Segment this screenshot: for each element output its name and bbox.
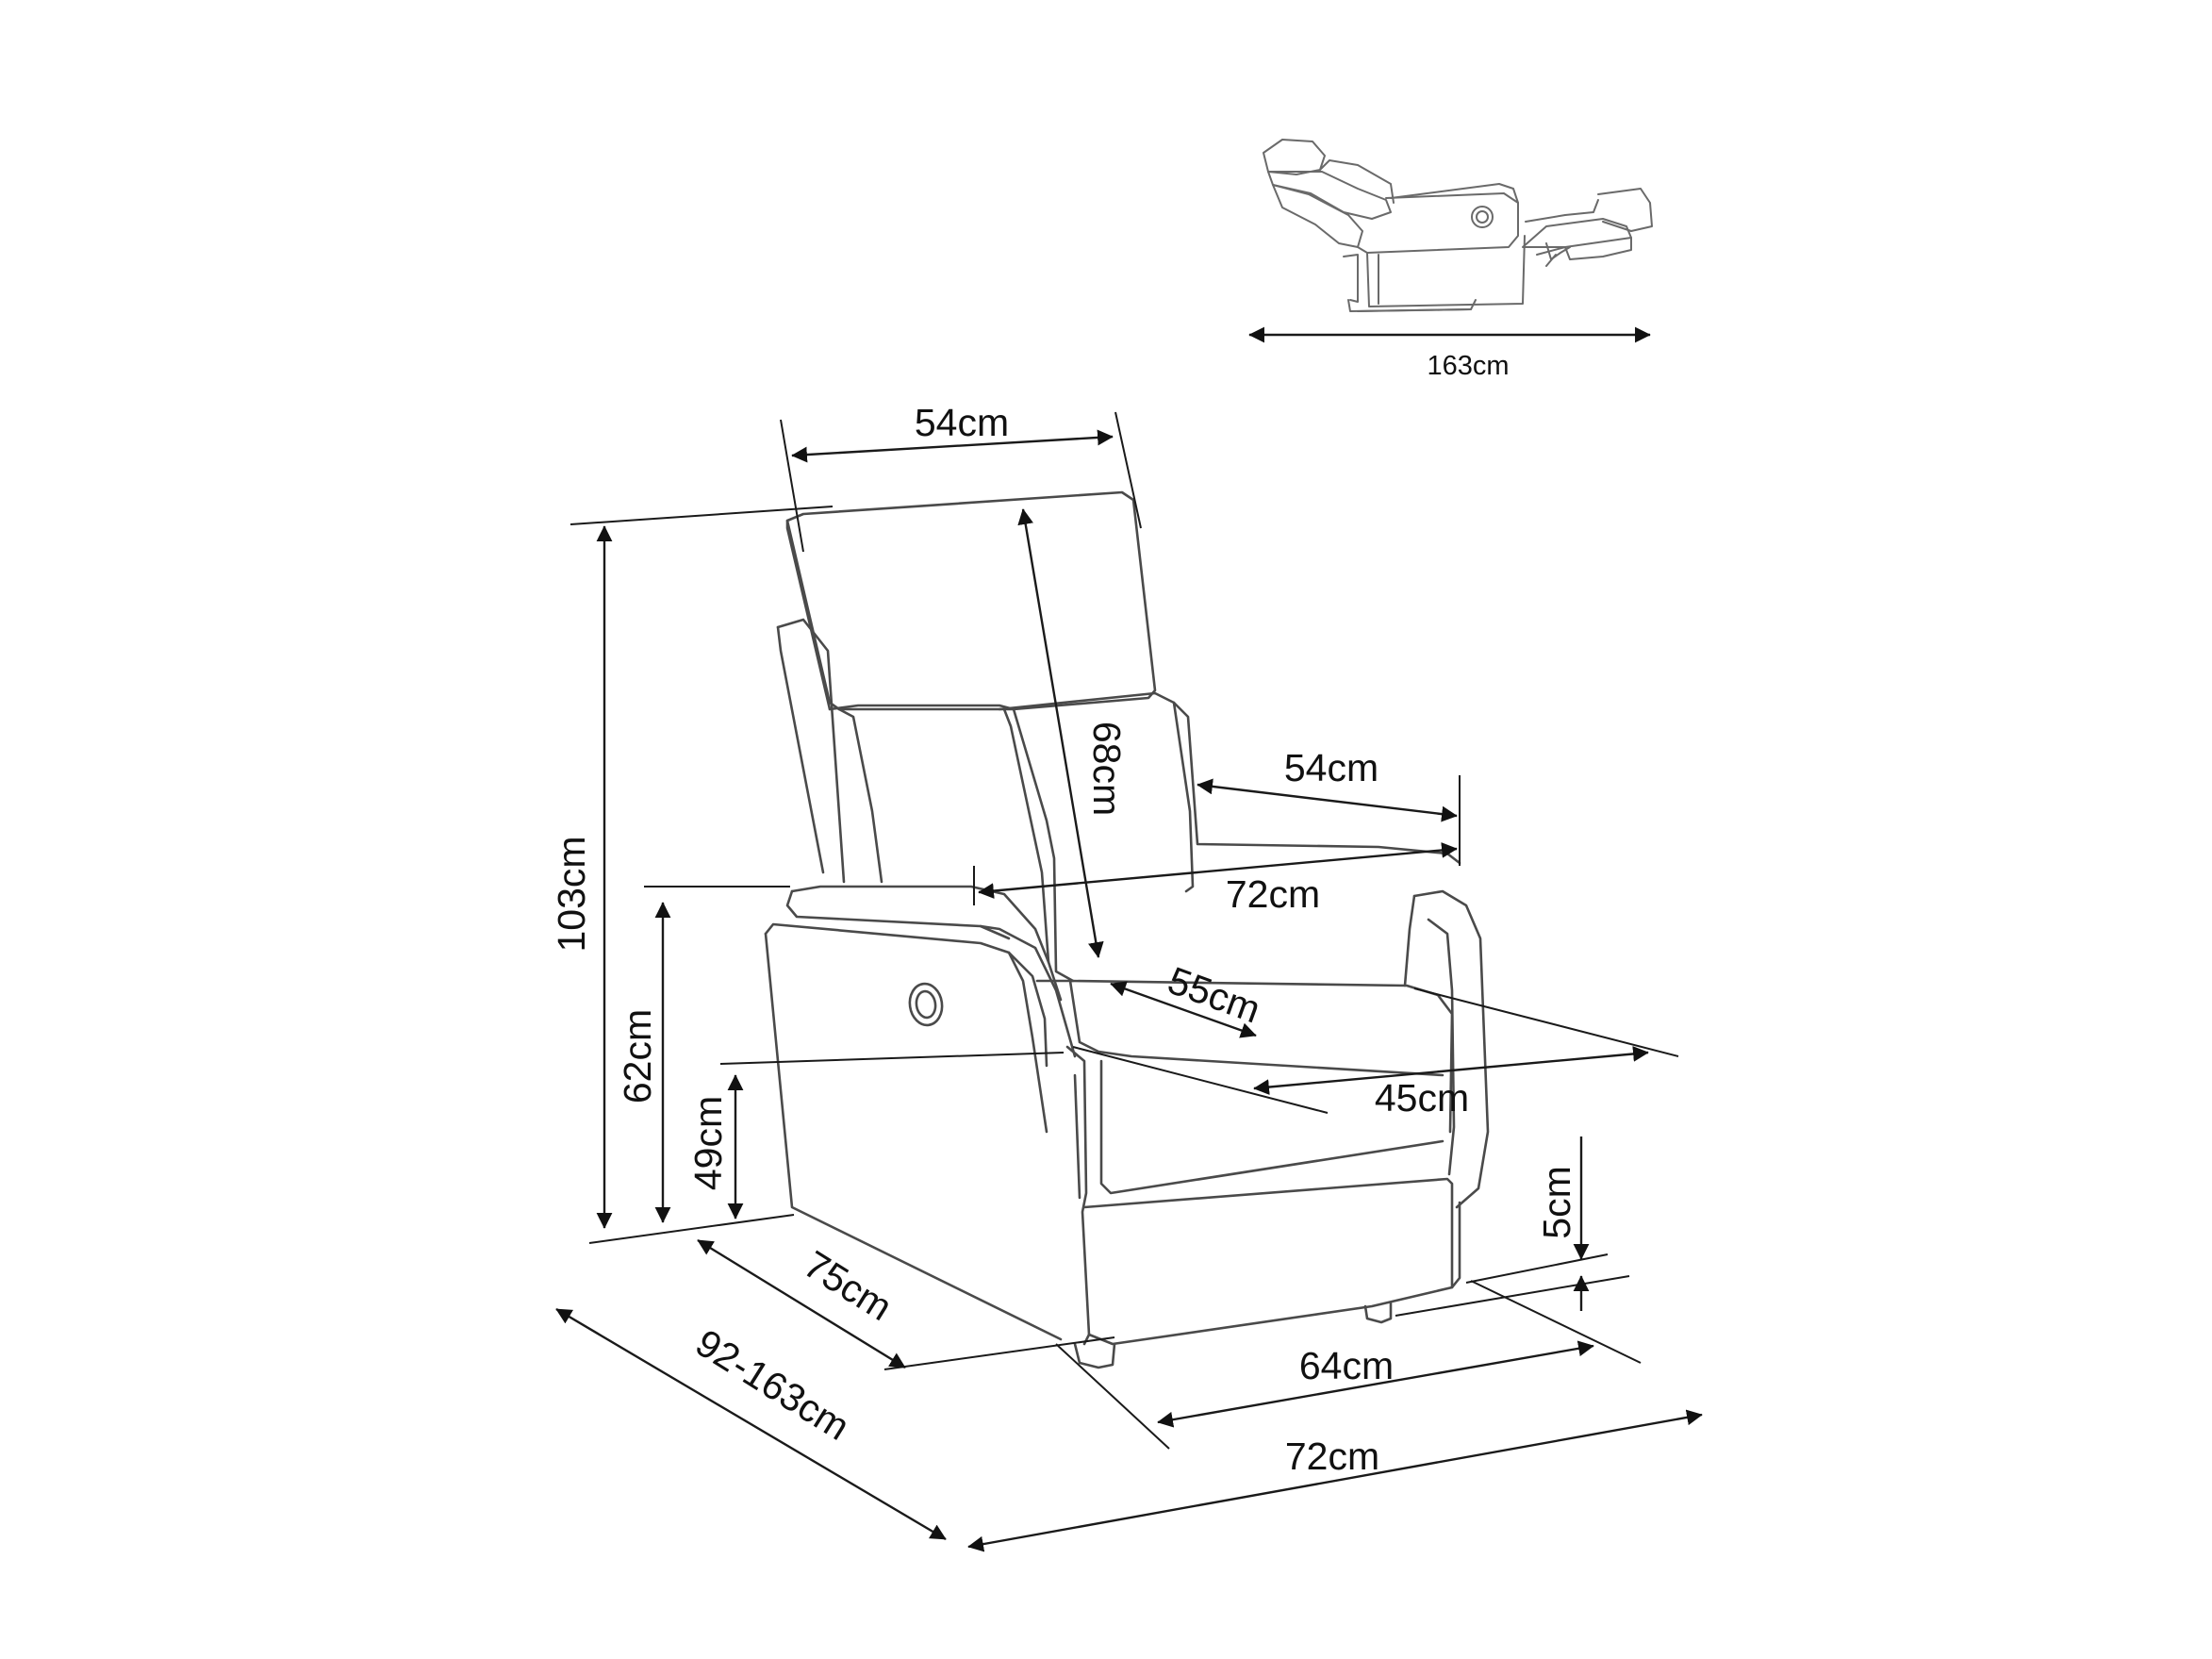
total-depth-label: 92-163cm [688, 1320, 857, 1449]
ground-clearance-label: 5cm [1535, 1166, 1578, 1238]
headrest-width-dimension-line [791, 429, 1114, 463]
base-width-dimension-line [1157, 1340, 1594, 1428]
seat-height-label: 49cm [686, 1096, 730, 1190]
ground-clearance-extension-bottom [1395, 1275, 1630, 1317]
armrest-height-label: 62cm [616, 1009, 659, 1103]
base-width-extension-right [1470, 1280, 1642, 1364]
recliner-chair-illustration [764, 490, 1490, 1369]
seat-width-dimension-line [1253, 1046, 1649, 1095]
seat-width-label: 45cm [1375, 1076, 1469, 1120]
total-height-extension-bottom [588, 1214, 795, 1244]
reclined-length-label: 163cm [1427, 351, 1509, 381]
seat-height-extension [719, 1052, 1065, 1065]
side-depth-extension [883, 1336, 1115, 1370]
total-height-label: 103cm [550, 836, 593, 952]
armrest-depth-dimension-line [1197, 778, 1458, 822]
total-depth-dimension-line [555, 1307, 947, 1541]
seat-width-between-armrests-dimension-line [978, 842, 1458, 899]
armrest-depth-label: 54cm [1284, 746, 1378, 789]
total-width-label: 72cm [1285, 1435, 1379, 1478]
headrest-width-extension-left [780, 419, 804, 553]
total-width-dimension-line [967, 1409, 1703, 1552]
headrest-width-extension-right [1114, 411, 1142, 529]
side-depth-label: 75cm [797, 1242, 900, 1329]
ground-clearance-extension-top [1465, 1253, 1609, 1284]
reclined-chair-illustration [1263, 139, 1653, 312]
base-width-label: 64cm [1299, 1344, 1394, 1387]
seat-depth-dimension-line [1110, 981, 1257, 1038]
seat-width-extension-left [1072, 1046, 1329, 1114]
backrest-height-label: 68cm [1085, 722, 1129, 816]
headrest-width-label: 54cm [915, 401, 1009, 444]
seat-width-extension-right [1413, 987, 1679, 1057]
total-height-extension-top [570, 506, 834, 525]
seat-width-between-armrests-label: 72cm [1226, 872, 1320, 916]
